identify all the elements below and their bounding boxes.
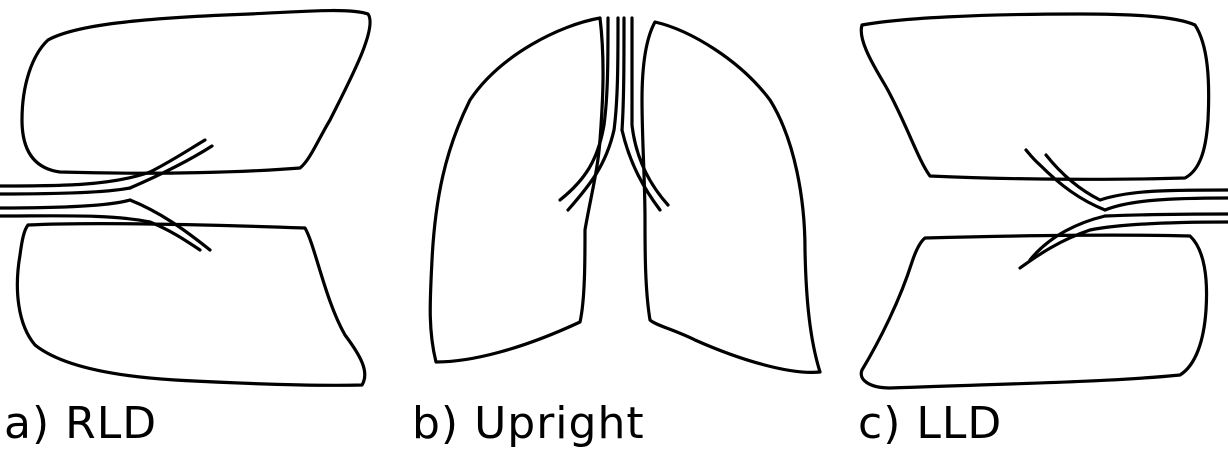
upright-trachea-right-inner <box>622 18 624 130</box>
panel-upright-diagram <box>430 18 820 372</box>
lung-diagrams <box>0 0 1228 390</box>
caption-lld: c) LLD <box>858 398 1002 449</box>
caption-upright: b) Upright <box>412 398 645 449</box>
rld-trachea-lower <box>0 200 130 208</box>
lld-trachea-upper <box>1105 198 1228 210</box>
upright-bronchus-right <box>622 130 660 210</box>
rld-trachea-upper-inner <box>0 188 130 194</box>
lld-upper-lung <box>861 14 1208 179</box>
upright-left-lung <box>642 22 820 372</box>
lld-trachea-lower <box>1105 214 1228 216</box>
upright-trachea-left-inner <box>568 18 618 210</box>
rld-trachea-upper <box>0 140 205 186</box>
rld-upper-lung <box>22 11 370 174</box>
upright-right-lung <box>430 18 603 362</box>
rld-bronchus-upper <box>130 146 212 188</box>
caption-rld: a) RLD <box>4 398 157 449</box>
panel-lld-diagram <box>861 14 1228 388</box>
panel-rld-diagram <box>0 11 370 386</box>
rld-lower-lung <box>17 224 364 386</box>
upright-trachea-right-outer <box>632 18 668 205</box>
